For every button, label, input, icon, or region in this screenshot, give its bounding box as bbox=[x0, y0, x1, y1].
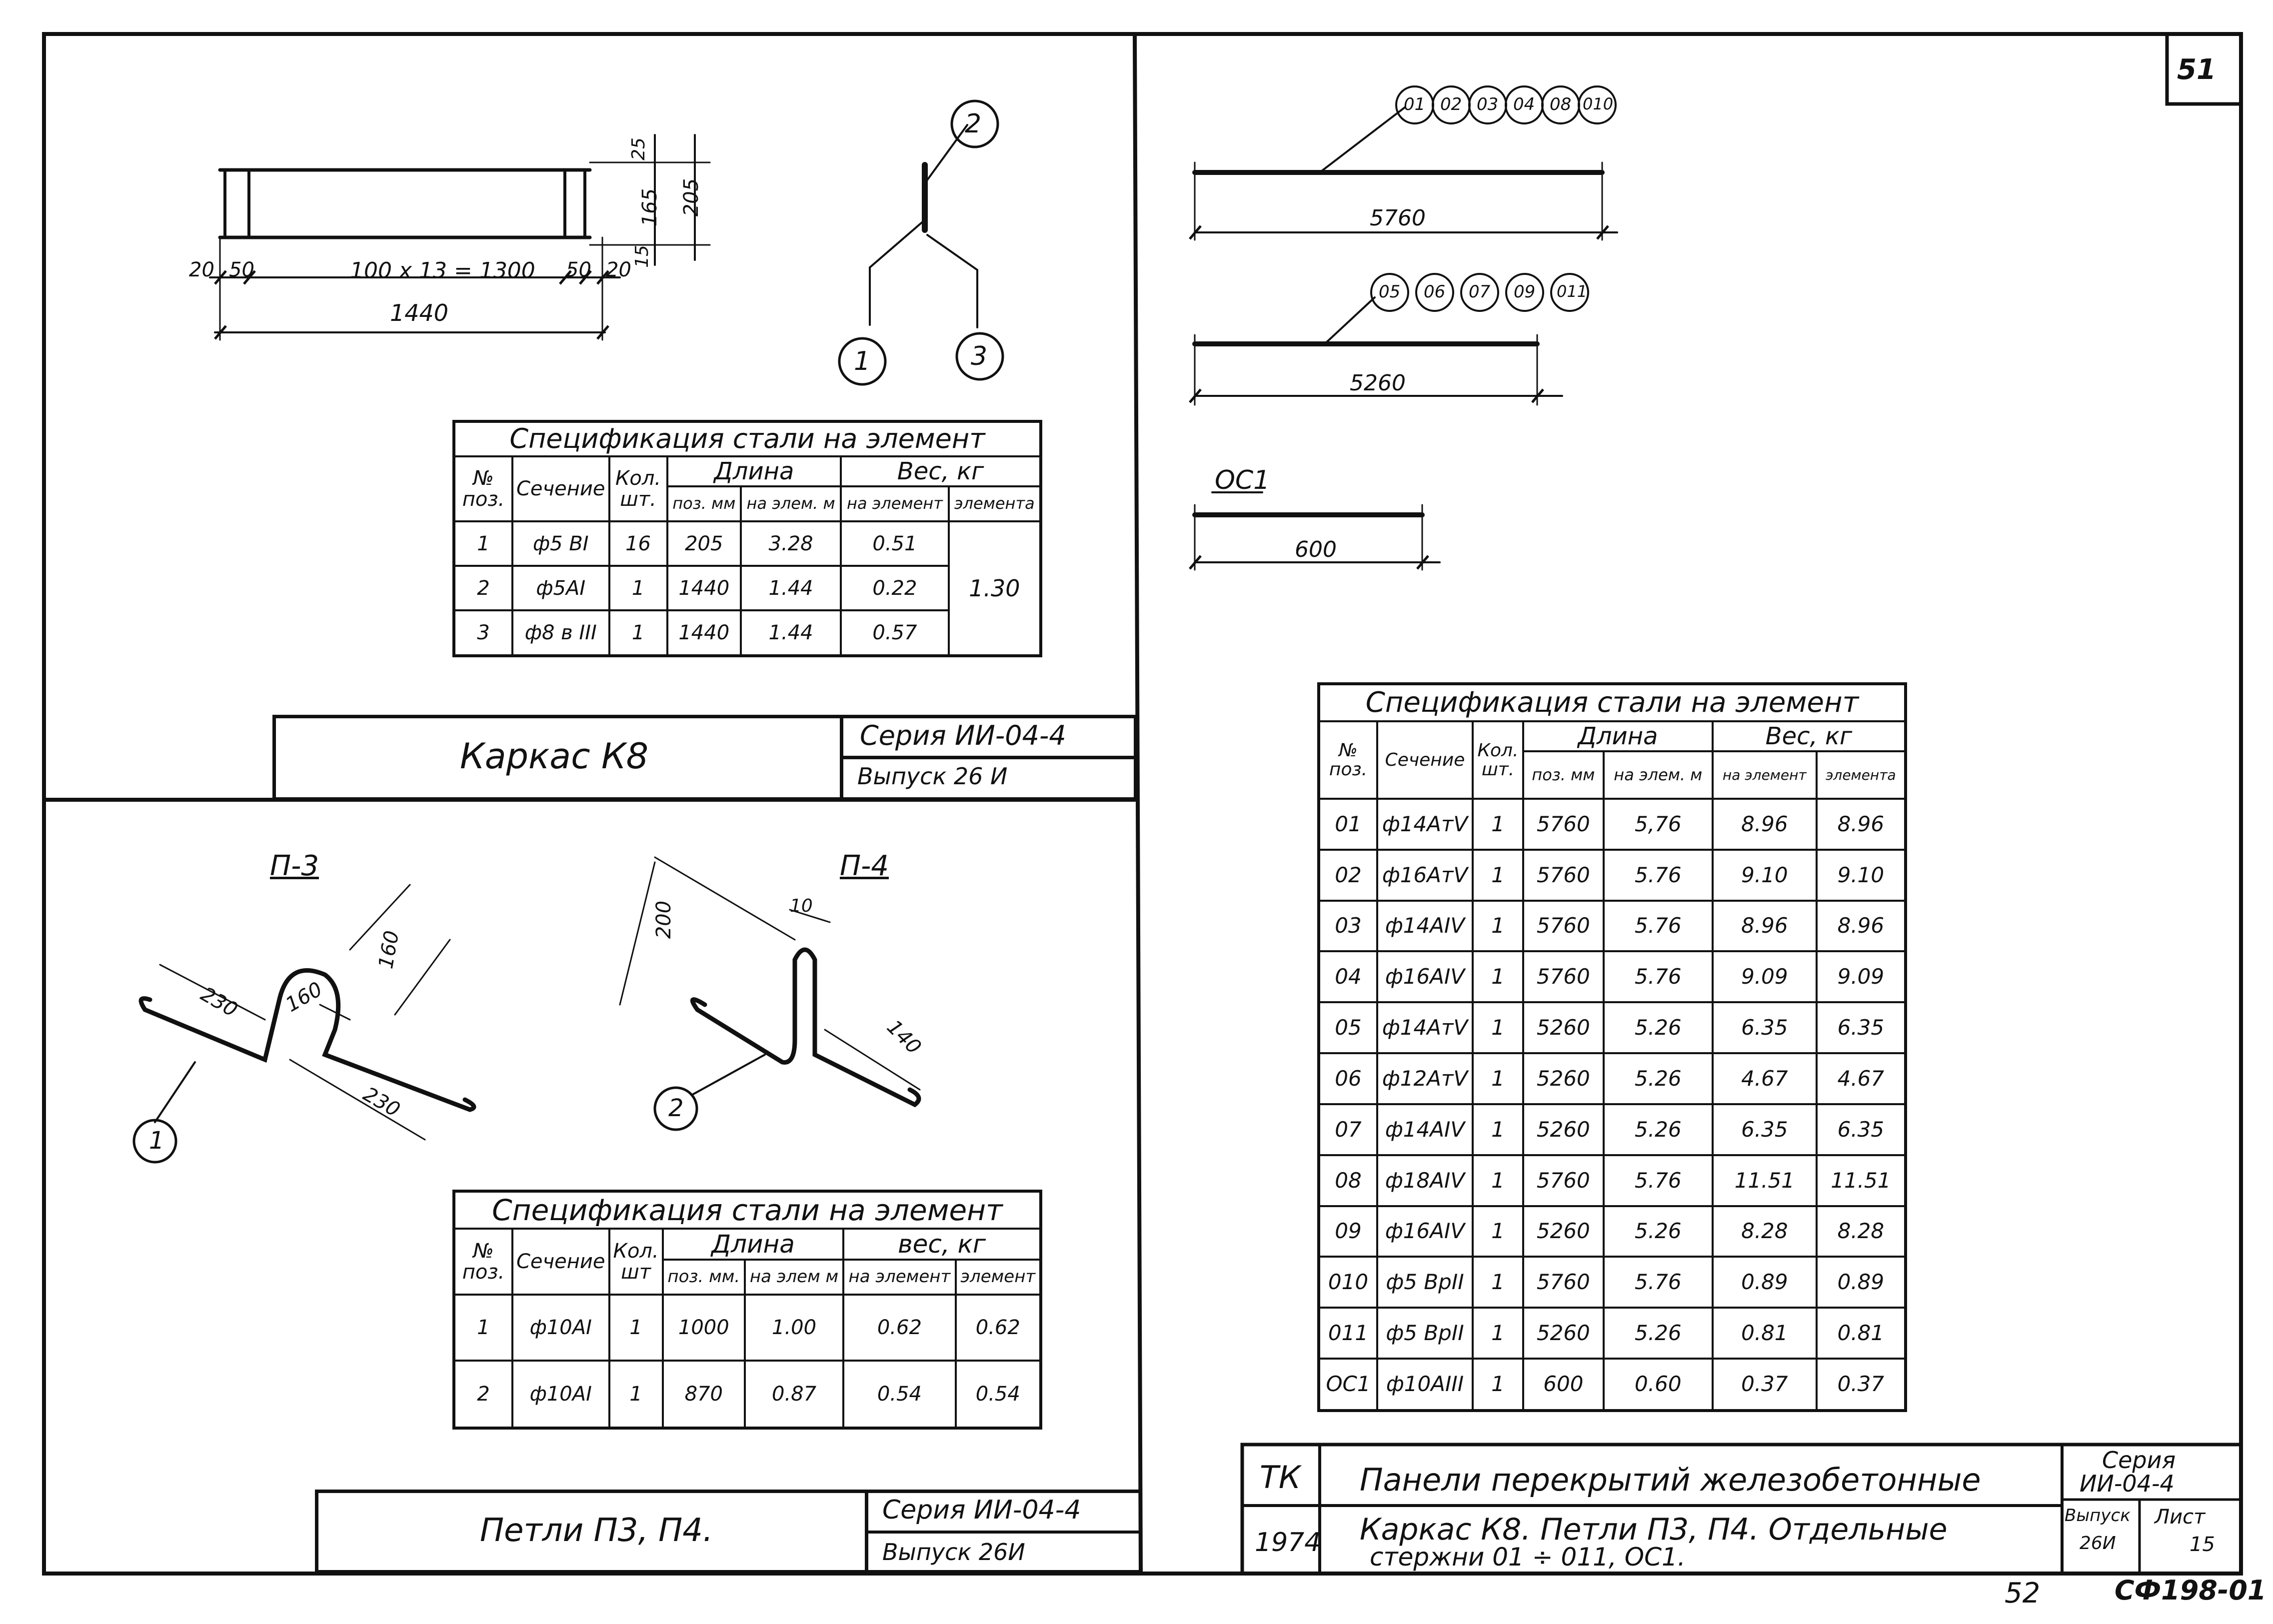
bar-mark-01: 01 bbox=[1404, 94, 1426, 114]
k8-spec-table: Спецификация стали на элемент № поз. Сеч… bbox=[452, 420, 1042, 657]
k8-h-w-el: на элемент bbox=[840, 485, 950, 522]
k8-h-section: Сечение bbox=[511, 455, 610, 522]
oc1-label: ОС1 bbox=[1215, 465, 1270, 495]
p4-dim-1: 200 bbox=[652, 900, 676, 939]
p4-label: П-4 bbox=[840, 850, 889, 882]
k8-dim-end-right: 50 bbox=[566, 258, 591, 281]
k8-title: Каркас К8 bbox=[460, 736, 649, 777]
main-org: ТК bbox=[1260, 1459, 1301, 1496]
k8-dim-h-mid: 165 bbox=[638, 188, 662, 227]
k8-dim-total: 1440 bbox=[390, 299, 449, 326]
k8-total-weight: 1.30 bbox=[947, 520, 1042, 657]
main-issue: 26И bbox=[2080, 1533, 2116, 1554]
bars-spec-table: Спецификация стали на элемент № поз. Сеч… bbox=[1317, 682, 1907, 1412]
k8-issue: Выпуск 26 И bbox=[857, 763, 1008, 790]
p4-dim-2: 10 bbox=[790, 896, 813, 916]
k8-spec-title: Спецификация стали на элемент bbox=[453, 420, 1042, 457]
p3-callout: 1 bbox=[149, 1127, 164, 1155]
p4-callout: 2 bbox=[668, 1094, 684, 1122]
k8-h-w-total: элемента bbox=[947, 485, 1042, 522]
bar-mark-09: 09 bbox=[1514, 282, 1536, 302]
k8-h-qty: Кол. шт. bbox=[608, 455, 668, 522]
k8-dim-inner: 100 x 13 = 1300 bbox=[350, 258, 535, 283]
bar-mark-02: 02 bbox=[1440, 94, 1462, 114]
main-series-label: Серия bbox=[2102, 1447, 2176, 1474]
k8-dim-end-right2: 20 bbox=[606, 258, 631, 281]
bar-mark-010: 010 bbox=[1583, 94, 1614, 113]
oc1-length: 600 bbox=[1295, 537, 1337, 562]
callout-1: 1 bbox=[854, 346, 871, 376]
bar-mark-011: 011 bbox=[1557, 282, 1588, 301]
main-sheet-label: Лист bbox=[2155, 1506, 2206, 1529]
page-number-bottom: 52 bbox=[2005, 1577, 2041, 1610]
loops-title-hdivider bbox=[865, 1531, 1142, 1534]
bar-mark-07: 07 bbox=[1469, 282, 1491, 302]
main-line3: стержни 01 ÷ 011, ОС1. bbox=[1370, 1543, 1686, 1572]
k8-dim-h-bot: 15 bbox=[631, 245, 652, 268]
loops-series: Серия ИИ-04-4 bbox=[882, 1495, 1081, 1525]
callout-3: 3 bbox=[971, 341, 988, 371]
loops-issue: Выпуск 26И bbox=[882, 1539, 1025, 1566]
bar-length-5260: 5260 bbox=[1350, 370, 1406, 396]
bar-length-5760: 5760 bbox=[1370, 205, 1426, 231]
bar-mark-08: 08 bbox=[1550, 94, 1572, 114]
loops-title: Петли П3, П4. bbox=[480, 1512, 713, 1549]
bar-mark-03: 03 bbox=[1477, 94, 1499, 114]
k8-dim-h-total: 205 bbox=[680, 178, 703, 217]
loops-spec-table: Спецификация стали на элемент № поз. Сеч… bbox=[452, 1190, 1042, 1430]
main-year: 1974 bbox=[1255, 1528, 1321, 1558]
table-row: 2 ф10AI 1 870 0.87 0.54 0.54 bbox=[453, 1360, 1042, 1429]
main-series: ИИ-04-4 bbox=[2080, 1470, 2175, 1497]
main-line2: Каркас К8. Петли П3, П4. Отдельные bbox=[1360, 1512, 1948, 1547]
k8-h-length: Длина bbox=[666, 455, 842, 487]
bars-spec-title: Спецификация стали на элемент bbox=[1318, 683, 1907, 722]
table-row: 1 ф5 BI 16 205 3.28 0.51 1.30 bbox=[453, 520, 1042, 657]
bar-mark-05: 05 bbox=[1379, 282, 1401, 302]
k8-dim-end-left2: 50 bbox=[229, 258, 254, 281]
table-row: 3 ф8 в III 1 1440 1.44 0.57 bbox=[453, 609, 1041, 657]
k8-dim-h-top: 25 bbox=[628, 137, 649, 160]
sheet-number: 51 bbox=[2177, 53, 2216, 86]
bar-mark-06: 06 bbox=[1424, 282, 1446, 302]
k8-h-pos: № поз. bbox=[453, 455, 513, 522]
callout-2: 2 bbox=[965, 109, 982, 139]
k8-series: Серия ИИ-04-4 bbox=[860, 720, 1066, 751]
main-sheet: 15 bbox=[2190, 1533, 2215, 1556]
k8-h-weight: Вес, кг bbox=[840, 455, 1042, 487]
k8-h-len-pos: поз. мм bbox=[666, 485, 742, 522]
k8-dim-end-left: 20 bbox=[189, 258, 214, 281]
k8-title-hdivider bbox=[840, 756, 1137, 759]
stamp-bottom-right: СФ198-01 bbox=[2115, 1575, 2267, 1606]
main-line1: Панели перекрытий железобетонные bbox=[1360, 1462, 1981, 1498]
p3-label: П-3 bbox=[270, 850, 319, 882]
bar-mark-04: 04 bbox=[1513, 94, 1535, 114]
table-row: 2 ф5AI 1 1440 1.44 0.22 bbox=[453, 565, 1041, 612]
loops-spec-title: Спецификация стали на элемент bbox=[453, 1190, 1042, 1230]
table-row: 1 ф10AI 1 1000 1.00 0.62 0.62 bbox=[453, 1293, 1042, 1362]
k8-h-len-el: на элем. м bbox=[739, 485, 842, 522]
main-issue-label: Выпуск bbox=[2065, 1506, 2131, 1526]
